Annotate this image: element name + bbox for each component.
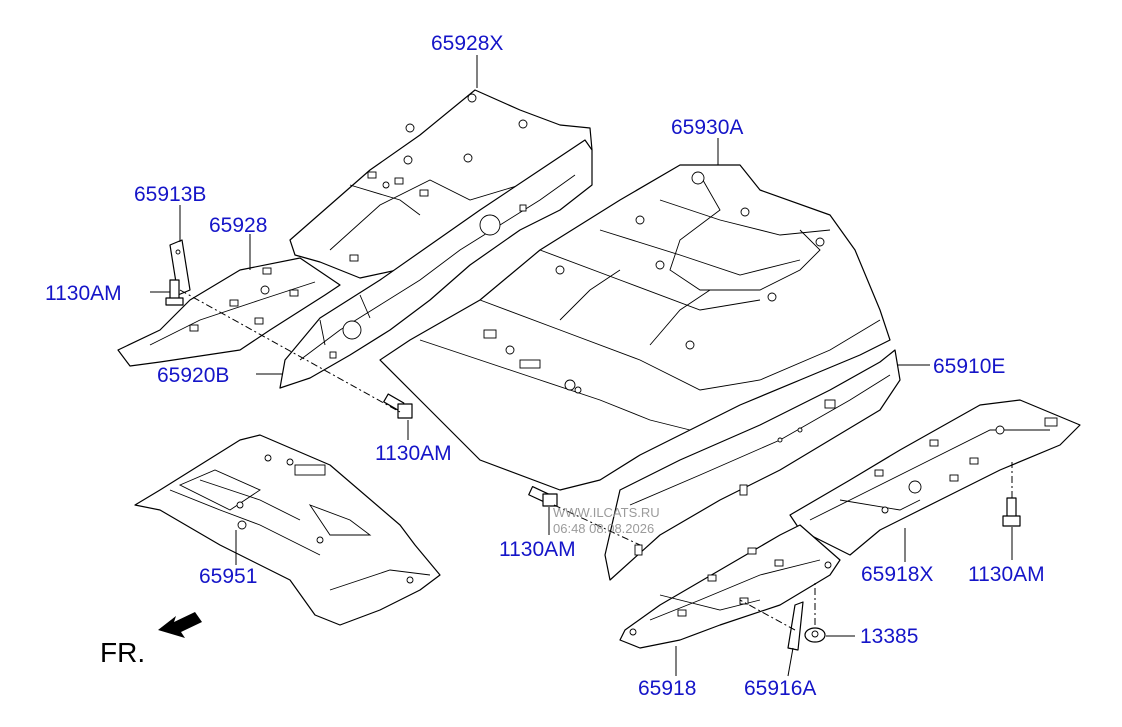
- part-65928x-tunnel-cover[interactable]: [289, 89, 593, 279]
- part-65928-front-plate[interactable]: [117, 257, 341, 367]
- bolt-1130am-right[interactable]: [1002, 497, 1021, 527]
- label-1130am-right[interactable]: 1130AM: [968, 563, 1045, 586]
- label-65910e[interactable]: 65910E: [933, 355, 1005, 378]
- label-65928[interactable]: 65928: [209, 214, 267, 237]
- part-65951-under-cover[interactable]: [134, 434, 441, 626]
- front-direction-indicator: FR.: [100, 612, 202, 668]
- part-labels: 65928X 65930A 65913B 65928 1130AM 65920B…: [45, 32, 1045, 700]
- watermark-site: WWW.ILCATS.RU: [553, 505, 660, 520]
- label-65918[interactable]: 65918: [638, 677, 696, 700]
- label-1130am-left[interactable]: 1130AM: [45, 282, 122, 305]
- part-65913b-bracket[interactable]: [169, 239, 191, 296]
- part-65930a-rear-floor[interactable]: [379, 164, 891, 491]
- front-arrow-icon: [158, 612, 202, 638]
- assembly-lines: [179, 289, 1013, 631]
- part-65910e-side-cover[interactable]: [604, 349, 901, 581]
- nut-13385[interactable]: [804, 627, 826, 643]
- watermark-stamp: 06:48 08.08.2026: [553, 521, 654, 536]
- label-1130am-mid[interactable]: 1130AM: [499, 538, 576, 561]
- label-65913b[interactable]: 65913B: [134, 183, 206, 206]
- label-65951[interactable]: 65951: [199, 565, 257, 588]
- bolt-1130am-mid[interactable]: [528, 485, 558, 507]
- bolt-1130am-left[interactable]: [165, 279, 184, 306]
- front-label: FR.: [100, 637, 145, 668]
- part-65916a-bracket[interactable]: [787, 601, 804, 651]
- label-1130am-center[interactable]: 1130AM: [375, 442, 452, 465]
- bolt-1130am-center[interactable]: [383, 393, 413, 419]
- part-65920b-tunnel-side-panel[interactable]: [279, 139, 593, 389]
- label-65920b[interactable]: 65920B: [157, 364, 229, 387]
- watermark: WWW.ILCATS.RU 06:48 08.08.2026: [553, 505, 660, 536]
- label-65928x[interactable]: 65928X: [431, 32, 503, 55]
- part-65918x-right-under-cover[interactable]: [789, 399, 1081, 556]
- label-65918x[interactable]: 65918X: [861, 563, 933, 586]
- leader-lines: [150, 55, 1013, 677]
- label-65930a[interactable]: 65930A: [671, 116, 743, 139]
- label-65916a[interactable]: 65916A: [744, 677, 816, 700]
- part-65918-lower-under-cover[interactable]: [619, 524, 841, 649]
- label-13385[interactable]: 13385: [860, 625, 918, 648]
